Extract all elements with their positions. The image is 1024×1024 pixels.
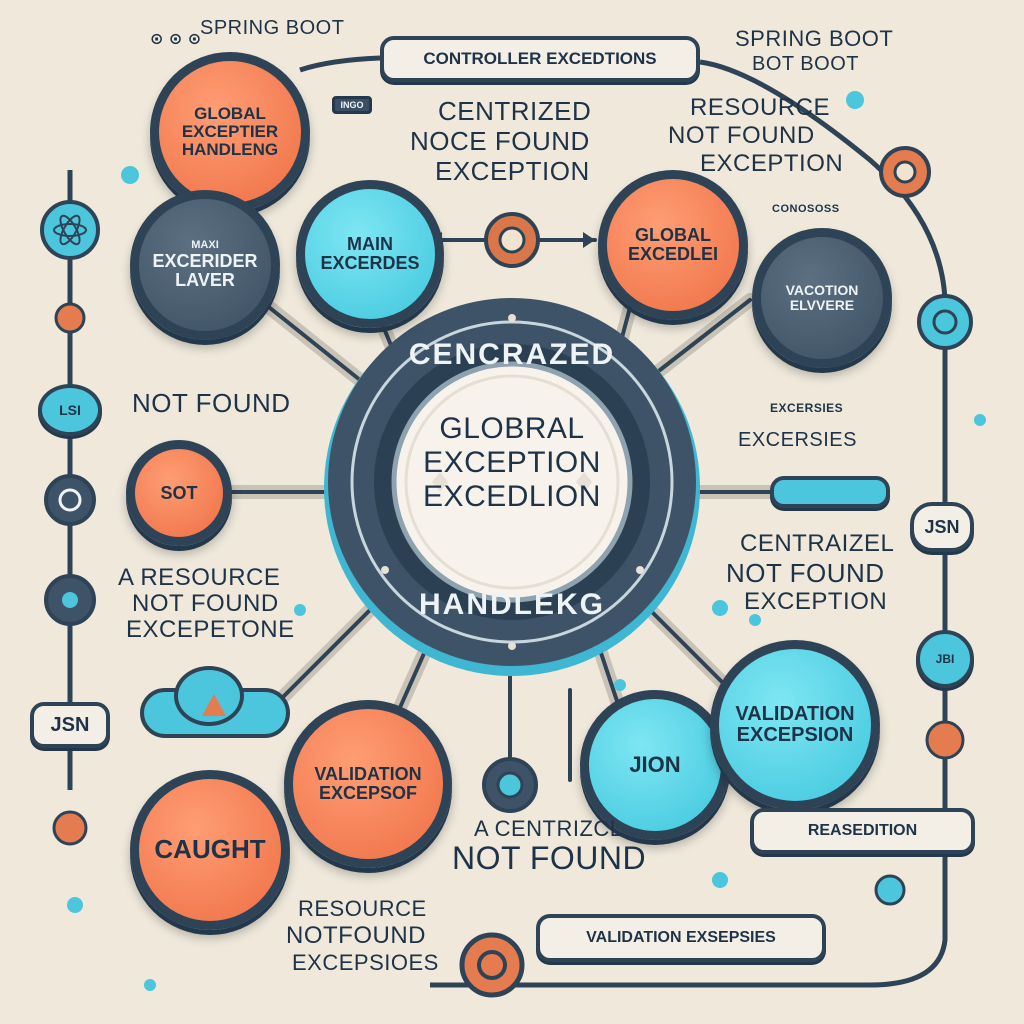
center-line-3: EXCEDLION xyxy=(423,480,601,513)
leaf-icon xyxy=(67,91,986,991)
lsi-badge: LSI xyxy=(38,384,102,436)
resource-bottom-text-3: EXCEPSIOES xyxy=(292,950,439,975)
validation-bottom-pill: VALIDATION EXSEPSIES xyxy=(536,914,826,962)
resource-left-text-1: A RESOURCE xyxy=(118,564,281,591)
resource-left-text-3: EXCEPETONE xyxy=(126,616,295,643)
gear-icon xyxy=(484,212,540,268)
header-top-left-glyphs: ⊙ ⊙ ⊙ xyxy=(150,31,202,48)
target-icon xyxy=(917,294,973,350)
small-badge-top-left: INGO xyxy=(332,96,372,114)
centrized-text-2: NOCE FOUND xyxy=(410,126,590,156)
resource-left-text-2: NOT FOUND xyxy=(132,590,279,617)
resource-tr-text-3: EXCEPTION xyxy=(700,150,844,177)
outer-track xyxy=(560,59,948,988)
center-arc-top: CENCRAZED xyxy=(408,338,616,371)
centraizel-text-2: NOT FOUND xyxy=(726,558,885,588)
excersies-label: EXCERSIES xyxy=(738,429,857,451)
cloud-icon xyxy=(140,660,290,740)
gear-icon xyxy=(925,720,965,760)
jsn-right-badge: JSN xyxy=(910,502,974,552)
resource-tr-text-1: RESOURCE xyxy=(690,94,831,121)
target-icon xyxy=(44,474,96,526)
centraizel-text-3: EXCEPTION xyxy=(744,588,888,615)
outer-track xyxy=(299,55,381,73)
lock-icon xyxy=(44,574,96,626)
controller-exceptions-pill: CONTROLLER EXCEDTIONS xyxy=(380,36,700,82)
resource-tr-text-2: NOT FOUND xyxy=(668,122,815,149)
header-top-left: SPRING BOOT xyxy=(200,17,345,39)
target-icon xyxy=(482,757,538,813)
jion-node[interactable]: JION xyxy=(580,690,730,840)
resource-bottom-text-2: NOTFOUND xyxy=(286,922,426,949)
centrizcl-text-2: NOT FOUND xyxy=(452,840,647,876)
centrized-text-3: EXCEPTION xyxy=(435,156,590,186)
center-arc-bottom: HANDLEKG xyxy=(419,588,605,621)
jbi-badge: JBI xyxy=(916,630,974,688)
centrizcl-text-1: A CENTRIZCL xyxy=(474,816,623,841)
target-icon xyxy=(874,874,906,906)
atom-icon xyxy=(40,200,100,260)
sot-node[interactable]: SOT xyxy=(126,440,232,546)
gear-icon xyxy=(54,302,86,334)
header-top-right-1: SPRING BOOT xyxy=(735,26,894,51)
reasedition-pill: REASEDITION xyxy=(750,808,975,854)
centraizel-text-1: CENTRAIZEL xyxy=(740,530,895,557)
center-line-2: EXCEPTION xyxy=(423,446,601,479)
not-found-left-label: NOT FOUND xyxy=(132,388,291,418)
centrized-text-1: CENTRIZED xyxy=(438,96,592,126)
caught-node[interactable]: CAUGHT xyxy=(130,770,290,930)
jsn-left-badge: JSN xyxy=(30,702,110,748)
header-top-right-2: BOT BOOT xyxy=(752,53,859,75)
conoses-label: CONOSOSS xyxy=(772,203,840,215)
excersies-above-label: EXCERSIES xyxy=(770,401,844,415)
target-icon xyxy=(459,932,525,998)
atom-icon xyxy=(52,810,88,846)
resource-bottom-text-1: RESOURCE xyxy=(298,896,427,921)
right-arrow-pill xyxy=(770,476,890,508)
gear-icon xyxy=(879,146,931,198)
center-line-1: GLOBRAL xyxy=(439,412,585,445)
